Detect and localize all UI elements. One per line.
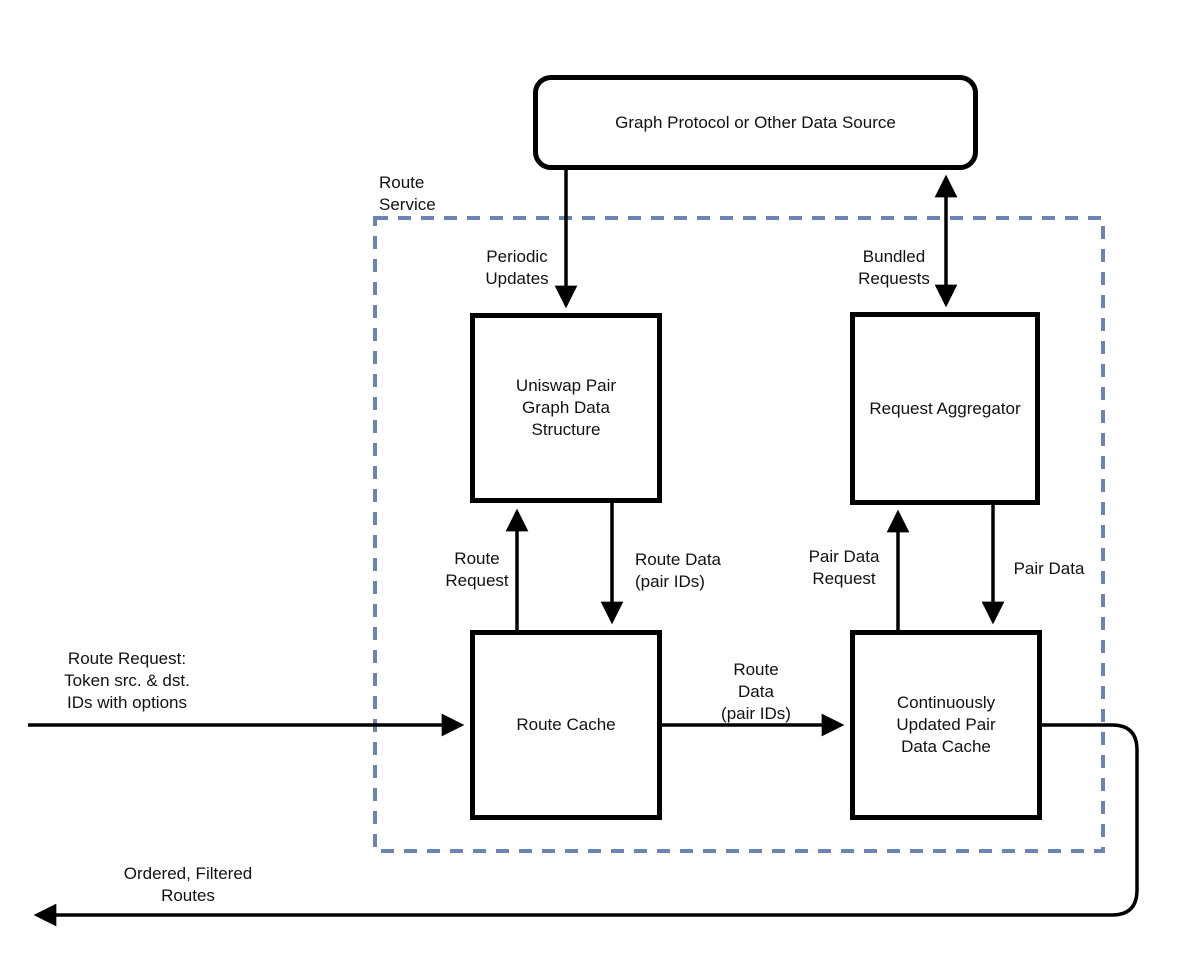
label-bundled-requests: Bundled Requests [858, 247, 930, 288]
label-pair-data: Pair Data [1013, 559, 1085, 578]
node-pair-data-cache-label: Continuously Updated Pair Data Cache [896, 693, 996, 756]
node-route-cache-label: Route Cache [516, 715, 616, 734]
node-external-source-label: Graph Protocol or Other Data Source [615, 112, 896, 132]
label-pair-data-request: Pair Data Request [808, 547, 880, 588]
label-input-request: Route Request: Token src. & dst. IDs wit… [64, 649, 190, 712]
label-route-request: Route Request [445, 549, 509, 590]
node-route-cache: Route Cache [470, 630, 662, 820]
node-request-aggregator: Request Aggregator [850, 312, 1040, 505]
node-pair-data-cache: Continuously Updated Pair Data Cache [850, 630, 1042, 820]
label-route-data-pair-ids: Route Data (pair IDs) [635, 550, 721, 591]
node-request-aggregator-label: Request Aggregator [869, 398, 1021, 418]
label-route-data-between-caches: Route Data (pair IDs) [721, 660, 791, 723]
node-pair-graph-label: Uniswap Pair Graph Data Structure [515, 376, 617, 439]
node-pair-graph: Uniswap Pair Graph Data Structure [470, 313, 662, 503]
node-external-source: Graph Protocol or Other Data Source [533, 75, 978, 170]
label-output-routes: Ordered, Filtered Routes [123, 864, 253, 905]
label-route-service: Route Service [379, 173, 436, 214]
label-periodic-updates: Periodic Updates [485, 247, 549, 288]
